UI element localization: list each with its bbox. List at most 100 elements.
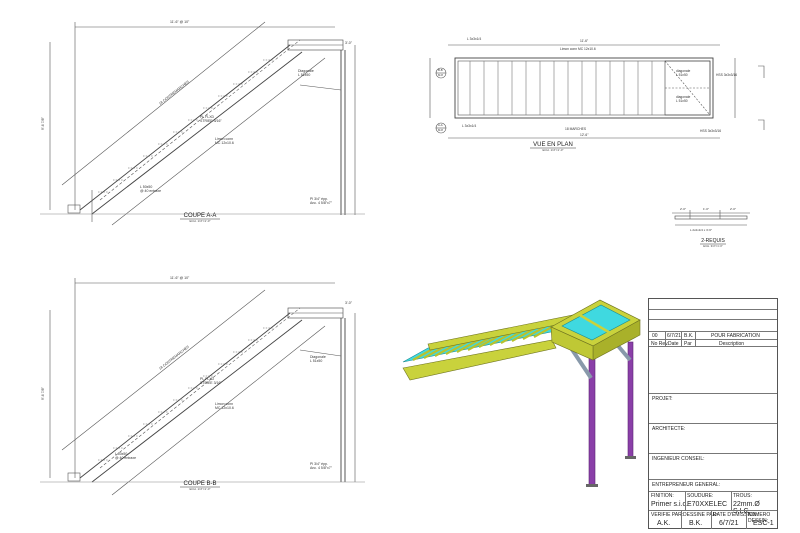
- tb-divider: [711, 510, 712, 529]
- svg-text:11'-6" @ 10": 11'-6" @ 10": [170, 276, 190, 280]
- tb-divider: [685, 491, 686, 510]
- svg-text:diagonale: diagonale: [676, 95, 690, 99]
- section-aa-scale: ECH. 1/4"=1'-0": [190, 219, 211, 223]
- svg-text:PL FLXD: PL FLXD: [200, 377, 215, 381]
- svg-text:11'-6": 11'-6": [580, 39, 589, 43]
- date-emission-label: DATE D'EMISSION:: [713, 512, 758, 518]
- svg-text:L 50x50: L 50x50: [115, 452, 127, 456]
- revision-description: POUR FABRICATION: [711, 333, 760, 339]
- platform-deck: [561, 304, 631, 341]
- rev-spacer-row: [649, 309, 777, 319]
- svg-text:Diagonale: Diagonale: [310, 355, 326, 359]
- svg-text:HSS 3x3x3/16: HSS 3x3x3/16: [716, 73, 737, 77]
- svg-text:11'-6" @ 10": 11'-6" @ 10": [170, 20, 190, 24]
- column-base-right: [625, 456, 636, 459]
- tb-divider: [746, 510, 747, 529]
- header-par: Par: [684, 341, 692, 347]
- verifie-label: VERIFIE PAR:: [651, 512, 684, 518]
- specs-row: FINITION: Primer s.i.c. SOUDURE: E70XXEL…: [649, 491, 777, 515]
- projet-section: PROJET:: [649, 393, 777, 423]
- header-description: Description: [719, 341, 745, 347]
- isometric-3d-render: [402, 299, 641, 487]
- numero-label: NUMERO DESSIN:: [748, 512, 771, 524]
- svg-text:Anc. 4 5/8"x7": Anc. 4 5/8"x7": [310, 201, 333, 205]
- platform-beam: [577, 312, 613, 336]
- svg-text:STRIEE 3/16": STRIEE 3/16": [200, 119, 222, 123]
- svg-text:2'-0": 2'-0": [730, 207, 736, 211]
- tb-divider: [695, 331, 696, 347]
- plan-title: VUE EN PLAN: [533, 142, 573, 148]
- svg-text:L 50x50: L 50x50: [140, 185, 152, 189]
- date-emission-value: 6/7/21: [719, 520, 739, 527]
- signoff-row: VERIFIE PAR: A.K. DESSINE PAR: B.K. DATE…: [649, 510, 777, 529]
- plan-scale: ECH. 1/4"=1'-0": [543, 148, 564, 152]
- svg-text:Pl 3/4" épp.: Pl 3/4" épp.: [310, 462, 328, 466]
- revision-par: B.K.: [684, 333, 694, 339]
- svg-text:1'-0": 1'-0": [703, 207, 709, 211]
- numero-value: ESC-1: [753, 520, 774, 527]
- svg-text:L 51x50: L 51x50: [298, 73, 310, 77]
- verifie-value: A.K.: [657, 520, 671, 527]
- svg-text:18 MARCHES: 18 MARCHES: [565, 127, 587, 131]
- header-date: Date: [668, 341, 679, 347]
- revision-row: 00 6/7/21 B.K. POUR FABRICATION: [649, 331, 777, 339]
- svg-text:18 CONTREMARCHES: 18 CONTREMARCHES: [158, 79, 190, 105]
- rev-spacer-row: [649, 319, 777, 331]
- tb-divider: [665, 331, 666, 347]
- svg-text:PL FLXD: PL FLXD: [200, 115, 215, 119]
- section-aa-view: [40, 21, 365, 226]
- detail-title: 2-REQUIS: [701, 238, 725, 244]
- svg-text:diagonale: diagonale: [676, 69, 690, 73]
- section-bb-labels: 11'-6" @ 10" 9'-6 7/8" 18 CONTREMARCHES …: [41, 276, 353, 470]
- column-base-left: [586, 484, 598, 487]
- stringer-front: [402, 339, 557, 381]
- svg-text:A-A: A-A: [438, 123, 443, 127]
- tb-divider: [731, 491, 732, 510]
- tb-divider: [681, 331, 682, 347]
- svg-text:9'-6 7/8": 9'-6 7/8": [41, 116, 45, 130]
- svg-text:HSS 3x3x3/16: HSS 3x3x3/16: [700, 129, 721, 133]
- projet-label: PROJET:: [652, 396, 673, 402]
- detail-labels: 2'-0" 1'-0" 2'-0" L 2x2x1/4 x 3'-6": [680, 207, 736, 232]
- svg-text:B-B: B-B: [438, 68, 443, 72]
- svg-text:L 3x3x1/4: L 3x3x1/4: [467, 37, 481, 41]
- svg-text:Diagonale: Diagonale: [298, 69, 314, 73]
- plan-labels: 11'-6" Limon conn MC 12x10.6 18 MARCHES …: [438, 37, 737, 137]
- architecte-label: ARCHITECTE:: [652, 426, 686, 432]
- dessine-value: B.K.: [689, 520, 703, 527]
- svg-text:@ 40 entraxe: @ 40 entraxe: [140, 189, 161, 193]
- section-bb-title: COUPE B-B: [183, 481, 216, 487]
- svg-text:18 CONTREMARCHES: 18 CONTREMARCHES: [158, 344, 190, 370]
- svg-text:Limon conn MC 12x10.6: Limon conn MC 12x10.6: [560, 47, 596, 51]
- svg-text:Limon conn: Limon conn: [215, 137, 233, 141]
- architecte-section: ARCHITECTE:: [649, 423, 777, 453]
- header-no: No Rev.: [651, 341, 669, 347]
- svg-text:9'-6 7/8": 9'-6 7/8": [41, 386, 45, 400]
- section-bb-scale: ECH. 1/4"=1'-0": [190, 487, 211, 491]
- entrepreneur-label: ENTREPRENEUR GENERAL:: [652, 482, 721, 488]
- finition-value: Primer s.i.c.: [651, 501, 688, 508]
- svg-text:MC 12x10.6: MC 12x10.6: [215, 141, 234, 145]
- svg-text:L 51x50: L 51x50: [676, 73, 688, 77]
- platform-front: [550, 326, 594, 361]
- svg-text:MC 12x10.6: MC 12x10.6: [215, 406, 234, 410]
- svg-text:Anc. 4 5/8"x7": Anc. 4 5/8"x7": [310, 466, 333, 470]
- svg-text:12'-6": 12'-6": [580, 133, 589, 137]
- svg-text:L 51x50: L 51x50: [310, 359, 322, 363]
- finition-label: FINITION:: [651, 493, 674, 499]
- svg-text:L 3x3x1/4: L 3x3x1/4: [462, 124, 476, 128]
- trous-label: TROUS:: [733, 493, 752, 499]
- revision-no: 00: [652, 333, 658, 339]
- svg-text:Pl 3/4" épp.: Pl 3/4" épp.: [310, 197, 328, 201]
- ingenieur-label: INGENIEUR CONSEIL:: [652, 456, 705, 462]
- revision-header-row: No Rev. Date Par Description: [649, 339, 777, 347]
- svg-text:Limon conn: Limon conn: [215, 402, 233, 406]
- section-aa-labels: 11'-6" @ 10" 9'-6 7/8" 18 CONTREMARCHES …: [41, 20, 353, 205]
- svg-text:3'-0": 3'-0": [345, 301, 353, 305]
- detail-scale: ECH. 3/4"=1'-0": [703, 244, 723, 248]
- svg-text:2'-0": 2'-0": [680, 207, 686, 211]
- revision-date: 6/7/21: [667, 333, 681, 339]
- svg-text:L 2x2x1/4 x 3'-6": L 2x2x1/4 x 3'-6": [690, 228, 712, 232]
- entrepreneur-section: ENTREPRENEUR GENERAL:: [649, 479, 777, 491]
